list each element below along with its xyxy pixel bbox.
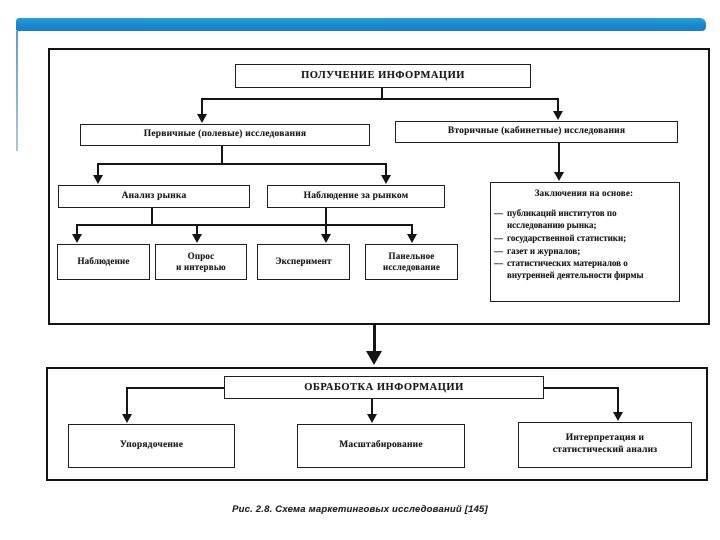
processing-section-frame [46,367,708,481]
arrowhead [197,114,207,123]
arrowhead [554,172,564,181]
arrowhead [72,234,82,243]
conclusions-title: Заключения на основе: [534,188,634,198]
node-information-acquisition: ПОЛУЧЕНИЕ ИНФОРМАЦИИ [235,64,531,88]
node-information-processing: ОБРАБОТКА ИНФОРМАЦИИ [224,376,544,399]
connector [373,325,376,353]
node-step-ordering: Упорядочение [68,424,235,468]
connector [76,224,413,226]
connector [201,98,558,100]
node-method-observation: Наблюдение [57,244,150,280]
dash-marker: — [494,258,503,269]
arrowhead [366,351,382,365]
connector [76,224,78,235]
connector [617,387,619,412]
slide-accent-bar [16,18,706,31]
arrowhead [553,111,563,120]
figure-caption: Рис. 2.8. Схема маркетинговых исследован… [232,504,488,515]
connector [385,163,387,176]
dash-marker: — [494,232,503,243]
node-method-survey-interview: Опрос и интервью [155,244,247,280]
list-item-text: газет и журналов; [507,245,581,256]
connector [411,224,413,235]
connector [97,163,99,176]
connector [151,208,153,224]
node-step-scaling: Масштабирование [297,424,465,468]
connector [126,387,128,414]
connector [557,98,559,111]
node-market-observation: Наблюдение за рынком [267,185,445,208]
acquisition-section-frame [48,48,710,325]
node-method-panel-research: Панельное исследование [365,244,458,280]
connector [325,224,327,235]
list-item: — статистических материалов о внутренней… [494,258,674,282]
connector [371,399,373,414]
list-item: — публикаций институтов по исследованию … [494,208,674,232]
connector [97,163,387,165]
slide-accent-line [16,31,18,151]
list-item-text: государственной статистики; [507,232,627,243]
list-item: — государственной статистики; [494,233,674,245]
node-conclusions: Заключения на основе: — публикаций инсти… [490,182,680,302]
list-item-text: статистических материалов о внутренней д… [507,258,644,281]
connector [127,387,224,389]
arrowhead [321,234,331,243]
arrowhead [407,234,417,243]
node-step-interpretation-analysis: Интерпретация и статистический анализ [518,422,692,468]
arrowhead [367,414,377,423]
arrowhead [381,175,391,184]
connector [381,88,383,98]
connector [325,208,327,224]
dash-marker: — [494,245,503,256]
node-market-analysis: Анализ рынка [58,185,250,208]
connector [558,143,560,173]
arrowhead [192,234,202,243]
node-primary-research: Первичные (полевые) исследования [80,124,370,146]
connector [544,387,618,389]
connector [196,224,198,235]
arrowhead [613,412,623,421]
arrowhead [93,175,103,184]
list-item-text: публикаций институтов по исследованию ры… [507,207,617,230]
list-item: — газет и журналов; [494,246,674,258]
node-method-experiment: Эксперимент [257,244,350,280]
arrowhead [122,414,132,423]
node-secondary-research: Вторичные (кабинетные) исследования [395,121,678,143]
connector [221,146,223,163]
dash-marker: — [494,207,503,218]
connector [201,98,203,115]
